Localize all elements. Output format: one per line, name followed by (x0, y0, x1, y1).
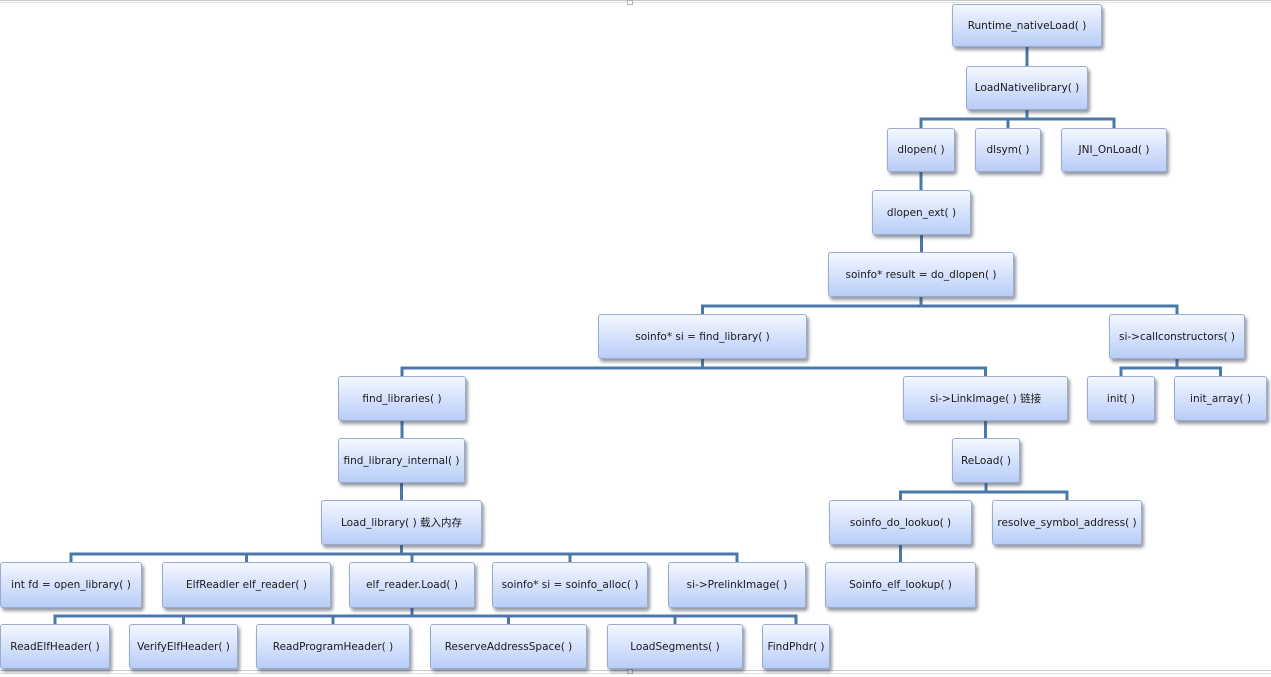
node-soinfo-do-lookup[interactable]: soinfo_do_lookuo( ) (829, 500, 972, 545)
resize-handle-top[interactable] (627, 0, 633, 5)
node-find-library[interactable]: soinfo* si = find_library( ) (598, 314, 807, 359)
node-init-array[interactable]: init_array( ) (1174, 376, 1267, 421)
top-border (0, 0, 1271, 3)
node-runtime-nativeload[interactable]: Runtime_nativeLoad( ) (952, 4, 1102, 47)
node-reload[interactable]: ReLoad( ) (952, 438, 1020, 483)
node-dlopen[interactable]: dlopen( ) (887, 128, 955, 172)
node-elf-reader-load[interactable]: elf_reader.Load( ) (349, 562, 475, 608)
node-do-dlopen[interactable]: soinfo* result = do_dlopen( ) (828, 252, 1014, 297)
node-loadnativelibrary[interactable]: LoadNativelibrary( ) (966, 66, 1088, 110)
node-callconstructors[interactable]: si->callconstructors( ) (1109, 314, 1245, 359)
node-find-libraries[interactable]: find_libraries( ) (338, 376, 466, 421)
node-prelinkimage[interactable]: si->PrelinkImage( ) (668, 562, 806, 608)
node-findphdr[interactable]: FindPhdr( ) (762, 624, 830, 669)
node-loadsegments[interactable]: LoadSegments( ) (607, 624, 743, 669)
node-dlsym[interactable]: dlsym( ) (975, 128, 1041, 172)
node-readprogramheader[interactable]: ReadProgramHeader( ) (256, 624, 410, 669)
node-elf-reader-decl[interactable]: ElfReadler elf_reader( ) (162, 562, 331, 608)
node-soinfo-alloc[interactable]: soinfo* si = soinfo_alloc( ) (492, 562, 648, 608)
node-readelfheader[interactable]: ReadElfHeader( ) (0, 624, 110, 669)
resize-handle-bottom[interactable] (627, 669, 633, 674)
node-open-library[interactable]: int fd = open_library( ) (0, 562, 142, 608)
node-linkimage[interactable]: si->LinkImage( ) 链接 (903, 376, 1068, 421)
node-resolve-symbol-address[interactable]: resolve_symbol_address( ) (992, 500, 1142, 545)
node-find-library-internal[interactable]: find_library_internal( ) (338, 438, 465, 483)
node-jni-onload[interactable]: JNI_OnLoad( ) (1061, 128, 1167, 172)
node-load-library[interactable]: Load_library( ) 载入内存 (321, 500, 482, 545)
node-reserveaddressspace[interactable]: ReserveAddressSpace( ) (430, 624, 587, 669)
node-soinfo-elf-lookup[interactable]: Soinfo_elf_lookup( ) (825, 562, 976, 608)
node-verifyelfheader[interactable]: VerifyElfHeader( ) (129, 624, 238, 669)
node-dlopen-ext[interactable]: dlopen_ext( ) (872, 190, 971, 235)
node-init[interactable]: init( ) (1087, 376, 1155, 421)
bottom-border (0, 670, 1271, 674)
